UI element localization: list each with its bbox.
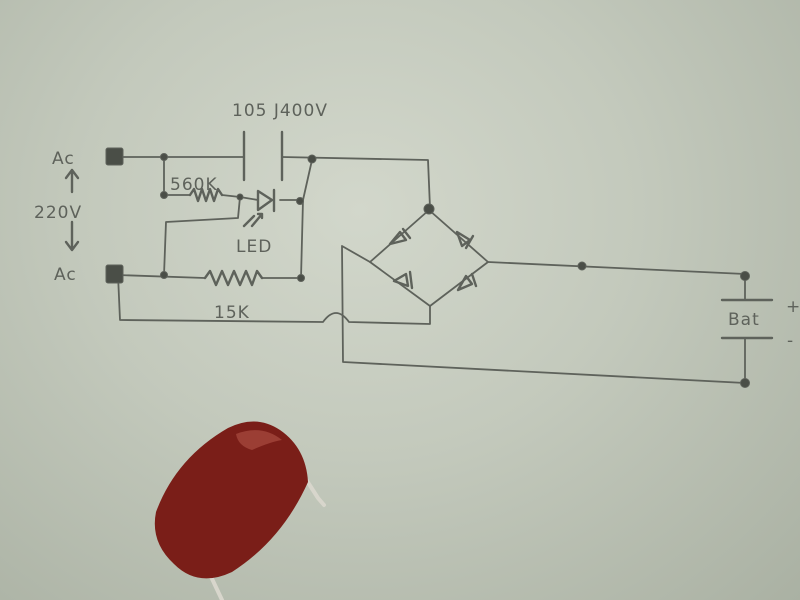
- battery-minus-label: -: [787, 331, 794, 351]
- junction-node-2: [160, 191, 168, 199]
- wire-capacitor-to-bridge: [281, 156, 431, 209]
- wire-right-rail: [300, 159, 313, 279]
- wire-15k-branch: [117, 274, 302, 279]
- capacitor-rating-label: 105 J400V: [232, 101, 328, 121]
- capacitor-symbol: [242, 130, 284, 182]
- ac-voltage-label: 220V: [34, 203, 82, 223]
- capacitor-highlight: [236, 430, 282, 450]
- battery-node-plus: [740, 271, 750, 281]
- led-label: LED: [236, 237, 272, 257]
- resistor-560k-label: 560K: [170, 175, 218, 195]
- bridge-diamond-outline: [369, 209, 489, 307]
- bridge-diode-1: [388, 227, 412, 246]
- capacitor-body: [154, 421, 308, 579]
- led-light-arrows: [242, 212, 264, 228]
- ac-terminal-bottom: [105, 264, 124, 284]
- battery-plus-label: +: [786, 297, 800, 317]
- battery-symbol: [720, 298, 774, 340]
- junction-node-9: [577, 261, 587, 271]
- resistor-560k-symbol: [188, 187, 224, 203]
- junction-node-4: [296, 197, 304, 205]
- terminals: [105, 147, 750, 388]
- junction-node-6: [160, 271, 168, 279]
- wire-led-loop: [163, 196, 241, 276]
- junction-node-1: [160, 153, 168, 161]
- wire-ac-bottom-return: [117, 274, 431, 325]
- voltage-arrow-up: [64, 168, 80, 194]
- ac-bottom-label: Ac: [54, 265, 77, 285]
- junction-node-3: [307, 154, 317, 164]
- bridge-diode-3: [392, 270, 414, 290]
- resistor-15k-label: 15K: [214, 303, 250, 323]
- bridge-diode-2: [455, 230, 475, 250]
- battery-label: Bat: [728, 310, 760, 330]
- film-capacitor-photo: [154, 421, 326, 600]
- resistor-15k-symbol: [203, 269, 264, 287]
- components: [64, 130, 774, 340]
- labels: 105 J400V Ac 220V Ac 560K LED 15K Bat + …: [34, 101, 800, 351]
- bridge-rectifier: [369, 209, 489, 307]
- voltage-arrow-down: [64, 220, 80, 252]
- wire-bridge-to-battery-minus: [341, 245, 746, 384]
- junction-node-7: [297, 274, 305, 282]
- junction-node-8: [423, 203, 435, 215]
- battery-node-minus: [740, 378, 750, 388]
- ac-top-label: Ac: [52, 149, 75, 169]
- junction-node-5: [236, 193, 244, 201]
- wire-560k-branch: [163, 194, 301, 201]
- wire-bridge-to-battery-plus: [487, 261, 746, 301]
- bridge-diode-4: [456, 272, 478, 292]
- led-diode-symbol: [256, 188, 276, 213]
- ac-terminal-top: [105, 147, 124, 166]
